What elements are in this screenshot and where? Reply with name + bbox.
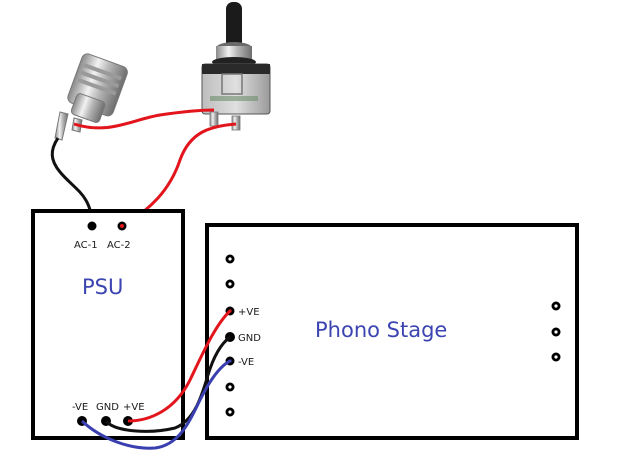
phono-stage-block: +VE GND -VE Phono Stage	[205, 223, 579, 440]
phono-right-pin-1	[551, 301, 561, 311]
psu-label-neg: -VE	[72, 402, 88, 413]
psu-pin-ac1	[87, 221, 97, 231]
phono-right-pin-3	[551, 352, 561, 362]
phono-pin-7	[225, 407, 235, 417]
toggle-switch	[201, 2, 271, 131]
phono-pin-6	[225, 382, 235, 392]
psu-label-pos: +VE	[123, 402, 145, 413]
wire-jack-to-switch	[73, 108, 215, 130]
phono-right-pin-2	[551, 327, 561, 337]
psu-label-ac1: AC-1	[74, 240, 98, 251]
phono-pin-2	[225, 279, 235, 289]
phono-pin-1	[225, 254, 235, 264]
psu-label-ac2: AC-2	[107, 240, 131, 251]
phono-title: Phono Stage	[315, 318, 447, 342]
psu-block: AC-1 AC-2 PSU -VE GND +VE	[31, 209, 185, 440]
phono-label-neg: -VE	[238, 357, 254, 368]
wire-jack-to-ac1	[50, 137, 94, 227]
phono-label-gnd: GND	[238, 333, 261, 344]
psu-label-gnd: GND	[96, 402, 119, 413]
wire-positive	[127, 309, 232, 423]
phono-label-pos: +VE	[238, 307, 260, 318]
psu-title: PSU	[82, 275, 123, 299]
wire-negative	[80, 359, 231, 450]
phono-right-pins	[551, 301, 561, 362]
